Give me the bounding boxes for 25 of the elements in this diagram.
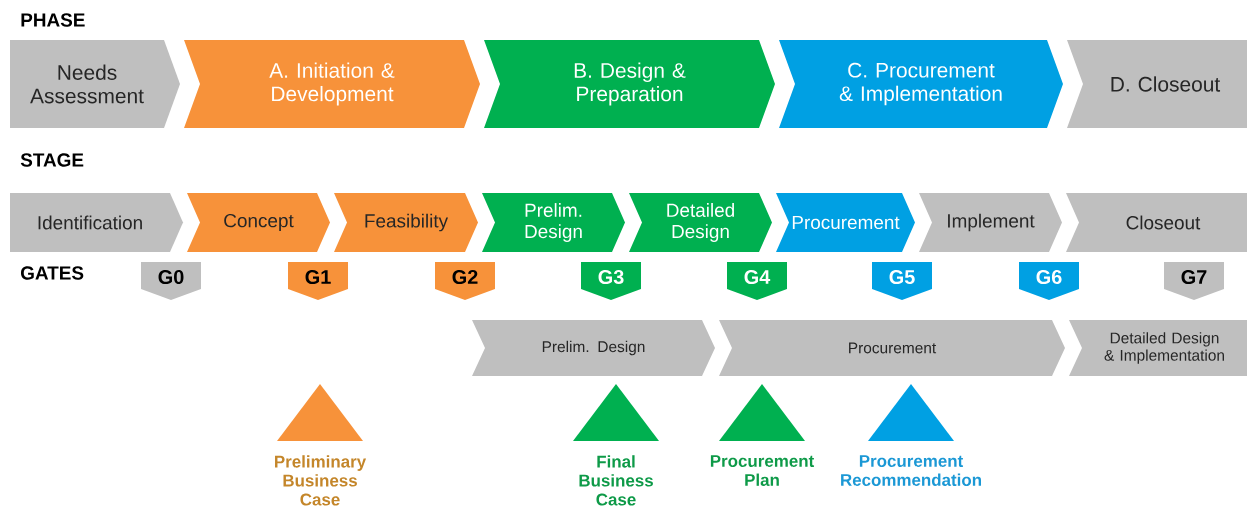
milestone-triangle: Preliminary Business Case: [275, 384, 367, 506]
milestone-triangle: Final Business Case: [573, 384, 659, 506]
process-step: C. Procurement & Implementation: [779, 40, 1063, 128]
milestone-triangle: Procurement Plan: [710, 384, 815, 486]
process-step: Prelim. Design: [472, 320, 715, 376]
process-step: Procurement: [719, 320, 1065, 376]
milestone-triangle: Procurement Recommendation: [841, 384, 981, 486]
node-label: Procurement Plan: [710, 455, 815, 486]
process-step: Needs Assessment: [10, 40, 180, 128]
node-label: Final Business Case: [579, 455, 653, 506]
process-step: D. Closeout: [1067, 40, 1247, 128]
node-label: Procurement Recommendation: [841, 455, 981, 486]
process-step: Implement: [919, 193, 1062, 252]
process-step: B. Design & Preparation: [484, 40, 775, 128]
process-step: Closeout: [1066, 193, 1247, 252]
process-step: Prelim. Design: [482, 193, 625, 252]
process-step: Procurement: [776, 193, 915, 252]
process-step: Detailed Design: [629, 193, 772, 252]
process-step: Identification: [10, 193, 183, 252]
node-label: Preliminary Business Case: [275, 455, 367, 506]
process-step: Concept: [187, 193, 330, 252]
row-heading: STAGE: [20, 153, 84, 167]
process-step: Feasibility: [334, 193, 478, 252]
process-step: Detailed Design & Implementation: [1069, 320, 1247, 376]
process-step: A. Initiation & Development: [184, 40, 480, 128]
